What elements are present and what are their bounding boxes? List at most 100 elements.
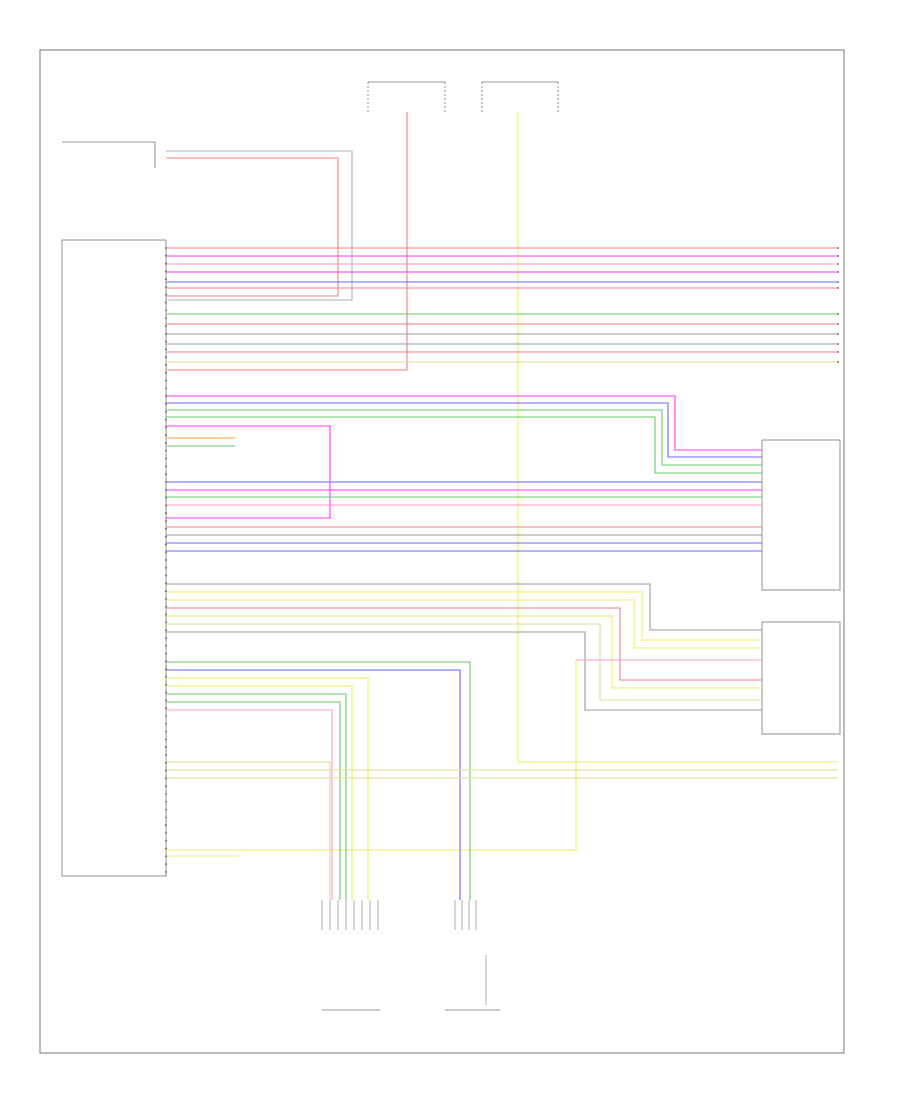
pin-marker xyxy=(165,574,167,577)
top-left-connector xyxy=(367,81,446,112)
wire-49 xyxy=(166,709,333,900)
pin-marker xyxy=(165,676,167,678)
pin-marker xyxy=(165,839,167,842)
pin-marker xyxy=(165,691,167,694)
pin-marker xyxy=(837,287,839,289)
wire-37 xyxy=(166,623,762,701)
pin-marker xyxy=(165,348,167,351)
wire-17 xyxy=(166,395,762,451)
wire-35 xyxy=(166,607,762,681)
pin-marker xyxy=(165,262,167,265)
pin-marker xyxy=(165,863,167,866)
pin-marker xyxy=(837,351,839,353)
pin-marker xyxy=(165,418,167,421)
pin-marker xyxy=(165,278,167,281)
wire-46 xyxy=(166,685,353,900)
right-module-upper xyxy=(761,439,841,591)
pin-marker xyxy=(165,777,167,780)
pin-marker xyxy=(165,699,167,702)
wire-36 xyxy=(166,615,762,689)
pin-marker xyxy=(837,313,839,315)
wire-44 xyxy=(166,669,461,900)
pin-marker xyxy=(165,816,167,819)
pin-marker xyxy=(165,543,167,546)
seat-control-unit-box xyxy=(61,239,167,877)
wire-43 xyxy=(166,661,471,900)
pin-marker xyxy=(837,343,839,345)
pin-marker xyxy=(165,403,167,405)
pin-marker xyxy=(165,247,167,249)
pin-marker xyxy=(165,293,167,296)
left-motor-box xyxy=(62,141,156,168)
pin-marker xyxy=(165,426,167,429)
wire-32 xyxy=(166,583,762,631)
pin-marker xyxy=(165,504,167,507)
wire-3 xyxy=(166,112,408,371)
top-right-connector xyxy=(481,81,559,112)
pin-marker xyxy=(165,442,167,444)
pin-marker xyxy=(165,254,167,257)
pin-marker xyxy=(165,325,167,327)
wire-2 xyxy=(166,157,339,297)
pin-marker xyxy=(165,769,167,772)
pin-marker xyxy=(837,263,839,265)
pin-marker xyxy=(165,512,167,515)
wire-48 xyxy=(166,701,341,900)
pin-marker xyxy=(165,379,167,382)
pin-marker xyxy=(165,270,167,273)
pin-marker xyxy=(165,590,167,593)
pin-marker xyxy=(165,356,167,359)
pin-marker xyxy=(165,761,167,764)
pin-marker xyxy=(165,566,167,569)
wire-20 xyxy=(166,416,762,474)
pin-marker xyxy=(837,255,839,257)
wire-18 xyxy=(166,402,762,458)
pin-marker xyxy=(165,481,167,483)
pin-marker xyxy=(165,629,167,632)
pin-marker xyxy=(837,271,839,273)
pin-marker xyxy=(165,746,167,749)
pin-marker xyxy=(165,613,167,616)
pin-marker xyxy=(165,598,167,600)
pin-marker xyxy=(165,754,167,756)
pin-marker xyxy=(165,824,167,827)
pin-marker xyxy=(165,551,167,554)
pin-marker xyxy=(165,660,167,663)
pin-marker xyxy=(837,361,839,363)
pin-marker xyxy=(165,449,167,452)
pin-marker xyxy=(165,387,167,390)
pin-marker xyxy=(165,637,167,639)
pin-marker xyxy=(837,323,839,325)
pin-marker xyxy=(165,644,167,647)
pin-marker xyxy=(165,317,167,320)
pin-marker xyxy=(165,301,167,304)
pin-marker xyxy=(837,281,839,283)
pin-marker xyxy=(165,730,167,733)
pin-marker xyxy=(165,371,167,374)
pin-marker xyxy=(165,527,167,530)
pin-marker xyxy=(165,582,167,585)
pin-marker xyxy=(165,309,167,312)
pin-marker xyxy=(165,473,167,476)
pin-marker xyxy=(165,785,167,788)
pin-marker xyxy=(165,332,167,335)
wire-1 xyxy=(166,150,353,301)
pin-marker xyxy=(837,247,839,249)
wire-41 xyxy=(166,660,577,851)
pin-marker xyxy=(165,793,167,795)
pin-marker xyxy=(165,364,167,366)
pin-marker xyxy=(165,535,167,538)
wire-50 xyxy=(166,761,331,900)
pin-markers xyxy=(165,247,839,873)
pin-marker xyxy=(165,800,167,803)
pin-marker xyxy=(165,434,167,437)
pin-marker xyxy=(837,333,839,335)
pin-marker xyxy=(165,286,167,288)
right-module-lower xyxy=(761,621,841,735)
pin-marker xyxy=(165,707,167,710)
pin-marker xyxy=(165,520,167,522)
pin-marker xyxy=(165,410,167,413)
wire-47 xyxy=(166,693,347,900)
